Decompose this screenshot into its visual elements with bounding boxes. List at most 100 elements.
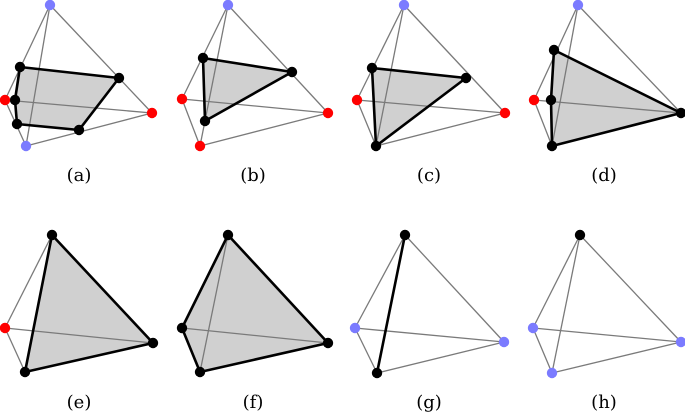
tetra-edge-tb: [25, 4, 51, 147]
tetra-edge-br: [375, 112, 506, 147]
vertex-bottom: [546, 140, 558, 152]
vertex-bottom: [19, 366, 31, 378]
tetra-edge-tb: [375, 4, 405, 147]
cross-section-fill: [15, 67, 119, 130]
tetra-edge-lb: [354, 327, 378, 374]
vertex-right: [498, 336, 510, 348]
tetra-edge-lr: [4, 327, 154, 344]
vertex-bottom: [370, 140, 382, 152]
vertex-left: [176, 93, 188, 105]
tetra-edge-lr: [181, 327, 329, 344]
intersection-point: [548, 44, 560, 56]
tetra-edge-br: [376, 341, 505, 374]
intersection-point: [366, 62, 378, 74]
tetra-edge-tr: [49, 4, 153, 114]
vertex-top: [572, 0, 584, 11]
panel-f: (f): [176, 229, 334, 413]
caption: (c): [417, 165, 441, 186]
vertex-left: [0, 322, 11, 334]
tetra-edge-lr: [356, 99, 506, 114]
tetra-edge-tr: [403, 4, 506, 114]
vertex-bottom: [546, 367, 558, 379]
vertex-left: [527, 322, 539, 334]
vertex-right: [675, 107, 685, 119]
vertex-bottom: [194, 140, 206, 152]
tetra-edge-tr: [577, 4, 682, 114]
cross-section-outline: [370, 66, 468, 148]
vertex-top: [222, 229, 234, 241]
vertex-right: [499, 107, 511, 119]
vertex-bottom: [371, 367, 383, 379]
intersection-point: [286, 66, 298, 78]
intersection-point: [73, 124, 85, 136]
caption: (g): [416, 392, 442, 413]
intersection-point: [11, 118, 23, 130]
panel-e: (e): [0, 229, 159, 413]
tetra-edge-lr: [181, 98, 329, 114]
tetra-edge-tr: [227, 4, 329, 114]
tetra-edge-br: [25, 112, 153, 147]
vertex-top: [44, 0, 56, 11]
panel-d: (d): [528, 0, 685, 186]
intersection-point: [460, 72, 472, 84]
vertex-left: [351, 94, 363, 106]
tetra-edge-tl: [181, 4, 229, 100]
caption: (b): [240, 165, 266, 186]
tetra-edge-lr: [354, 327, 505, 343]
vertex-top: [222, 0, 234, 11]
caption: (f): [243, 392, 264, 413]
vertex-left: [349, 322, 361, 334]
vertex-left: [0, 94, 11, 106]
panel-g: (g): [349, 229, 510, 413]
cross-section-fill: [25, 235, 153, 372]
caption: (h): [591, 392, 617, 413]
panel-h: (h): [527, 229, 685, 413]
tetra-edge-lr: [533, 99, 682, 114]
intersection-point: [14, 61, 26, 73]
tetra-edge-lr: [4, 99, 153, 114]
intersection-point: [199, 115, 211, 127]
tetra-edge-tr: [404, 234, 505, 343]
tetra-edge-lr: [532, 327, 682, 343]
tetra-edge-tl: [356, 4, 405, 101]
cross-section-fill: [182, 235, 328, 372]
vertex-right: [322, 337, 334, 349]
tetra-edge-tb: [551, 4, 579, 147]
cross-section-outline: [23, 233, 155, 374]
panel-b: (b): [176, 0, 334, 186]
cross-section-fill: [551, 50, 681, 146]
vertex-left: [528, 94, 540, 106]
vertex-bottom: [20, 140, 32, 152]
intersection-point: [545, 94, 557, 106]
tetra-edge-lb: [181, 98, 201, 147]
intersection-point: [113, 72, 125, 84]
tetra-edge-br: [199, 112, 329, 147]
intersection-point: [9, 94, 21, 106]
vertex-bottom: [194, 366, 206, 378]
panel-c: (c): [351, 0, 511, 186]
vertex-top: [574, 229, 586, 241]
caption: (e): [67, 392, 92, 413]
tetra-edge-lb: [533, 99, 553, 147]
vertex-top: [398, 0, 410, 11]
caption: (d): [591, 165, 617, 186]
tetra-edge-tl: [532, 234, 581, 329]
tetra-edge-tl: [4, 234, 53, 329]
tetra-edge-lb: [532, 327, 553, 374]
cross-section-outline: [375, 234, 407, 374]
vertex-right: [675, 336, 685, 348]
cross-section-outline: [201, 56, 294, 123]
cross-section-fill: [203, 58, 292, 121]
tetra-edge-tb: [551, 234, 581, 374]
vertex-right: [147, 337, 159, 349]
cross-section-outline: [13, 65, 121, 132]
vertex-right: [322, 107, 334, 119]
intersection-point: [197, 52, 209, 64]
vertex-left: [176, 322, 188, 334]
tetra-edge-lb: [4, 327, 26, 373]
panel-a: (a): [0, 0, 158, 186]
tetra-edge-br: [551, 341, 682, 374]
vertex-right: [146, 107, 158, 119]
cross-section-fill: [372, 68, 466, 146]
